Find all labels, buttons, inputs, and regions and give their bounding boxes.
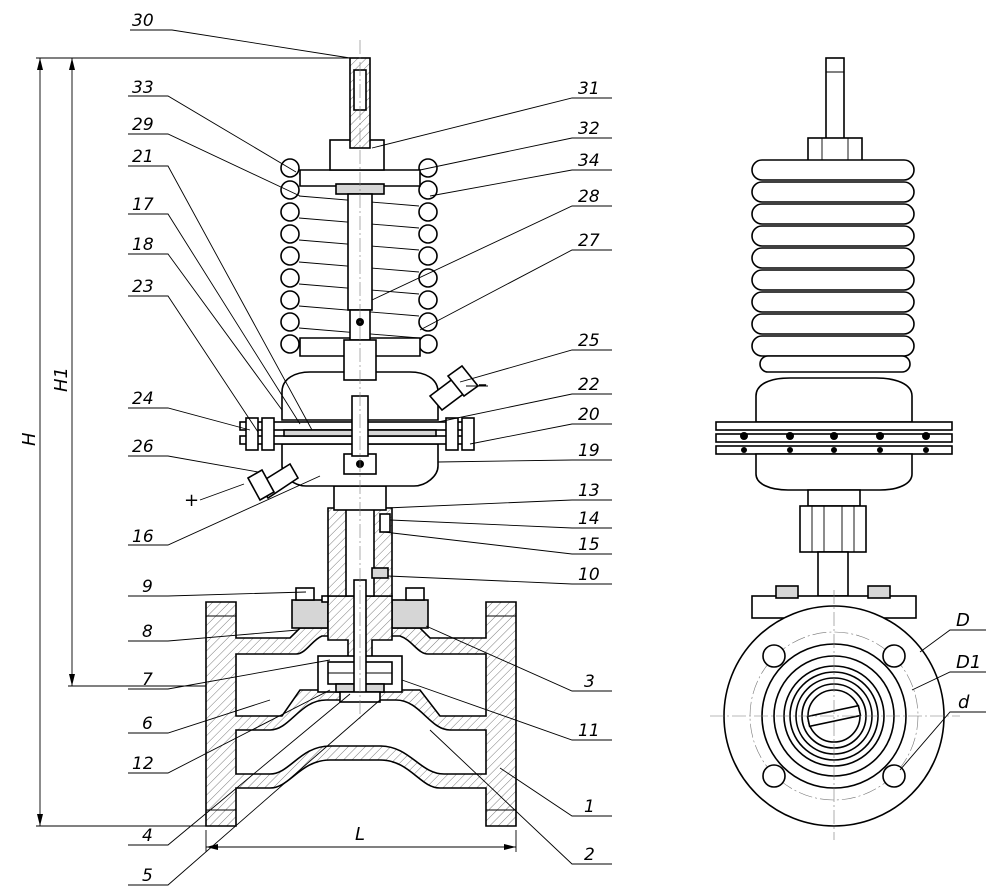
dim-d1-label: D1	[956, 652, 981, 673]
callout-29: 29	[132, 115, 154, 135]
callout-24: 24	[132, 389, 154, 409]
callout-27: 27	[578, 231, 600, 251]
leader-d1	[911, 671, 986, 691]
dimension-h: H	[19, 57, 350, 827]
callout-11: 11	[578, 721, 600, 741]
callout-30: 30	[132, 11, 154, 31]
housing-exterior	[715, 377, 953, 491]
callout-5: 5	[142, 866, 153, 886]
callout-6: 6	[142, 714, 153, 734]
plus-sign: +	[184, 490, 199, 511]
callout-14: 14	[578, 509, 600, 529]
callout-8: 8	[142, 622, 153, 642]
callout-12: 12	[132, 754, 154, 774]
dim-l-label: L	[355, 824, 365, 845]
leader-lines	[128, 29, 612, 886]
dim-h1-label: H1	[51, 367, 72, 392]
callout-21: 21	[132, 147, 154, 167]
stem-top	[825, 57, 845, 141]
callout-13: 13	[578, 481, 600, 501]
callout-1: 1	[584, 797, 595, 817]
callout-7: 7	[142, 670, 153, 690]
exterior-view: D D1 d	[710, 57, 986, 840]
fitting-plus	[246, 462, 300, 502]
stem	[321, 40, 381, 720]
callout-3: 3	[584, 672, 595, 692]
callout-26: 26	[132, 437, 154, 457]
dimension-l: L	[205, 824, 517, 852]
section-view: H H1 L	[19, 11, 612, 886]
dim-d-label: D	[956, 610, 970, 631]
spring-section	[280, 158, 438, 354]
callout-16: 16	[132, 527, 154, 547]
callout-15: 15	[578, 535, 600, 555]
dim-h-label: H	[19, 432, 40, 446]
callout-28: 28	[578, 187, 600, 207]
callout-4: 4	[142, 826, 153, 846]
callout-19: 19	[578, 441, 600, 461]
callout-10: 10	[578, 565, 600, 585]
callout-2: 2	[584, 845, 595, 865]
leader-small-d	[899, 711, 986, 771]
callout-labels: 30 33 29 21 17 18 23 24 26 16 9 8 7 6 12…	[132, 11, 600, 886]
callout-25: 25	[578, 331, 600, 351]
callout-22: 22	[578, 375, 600, 395]
callout-18: 18	[132, 235, 154, 255]
callout-23: 23	[132, 277, 154, 297]
stem-nut	[807, 137, 863, 163]
callout-32: 32	[578, 119, 600, 139]
callout-17: 17	[132, 195, 154, 215]
callout-9: 9	[142, 577, 153, 597]
spring-exterior	[751, 159, 915, 373]
callout-31: 31	[578, 79, 600, 99]
neck-exterior	[751, 489, 917, 619]
minus-sign: –	[478, 374, 487, 395]
leader-d	[919, 629, 986, 653]
callout-20: 20	[578, 405, 600, 425]
dimension-h1: H1	[51, 58, 210, 687]
flange-end-view	[710, 590, 960, 840]
dim-small-d-label: d	[958, 692, 970, 713]
callout-34: 34	[578, 151, 600, 171]
callout-33: 33	[132, 78, 154, 98]
